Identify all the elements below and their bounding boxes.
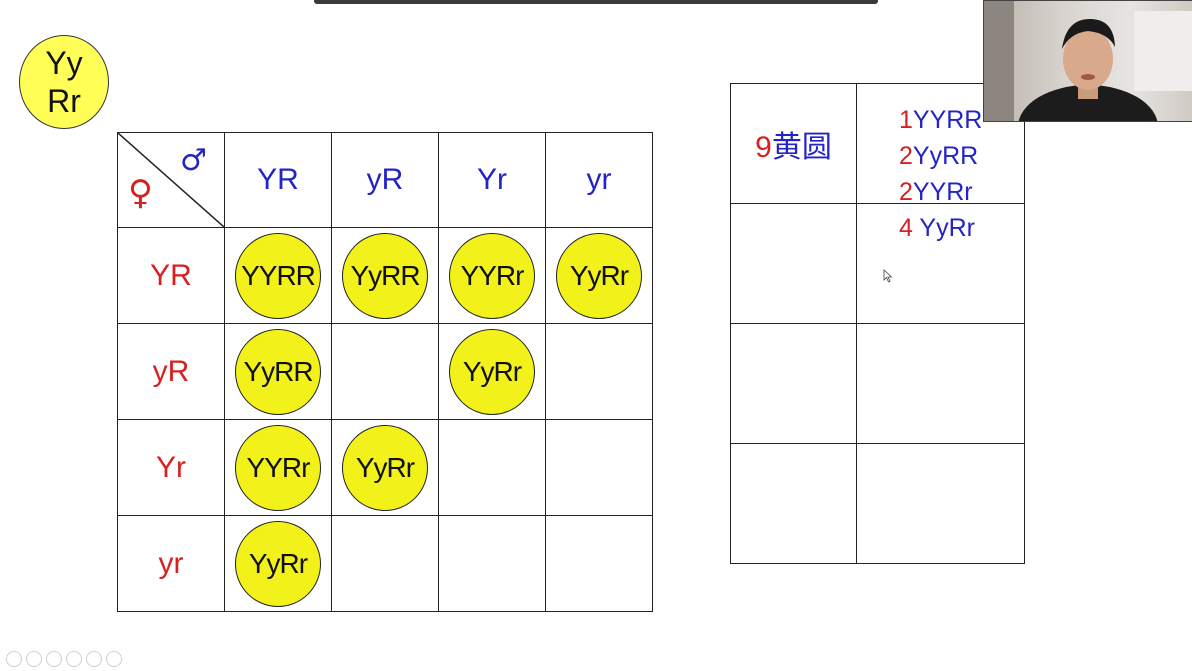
male-symbol-icon: ♂ xyxy=(180,143,207,178)
summary-cell-empty xyxy=(856,443,1025,564)
previous-slide-icon[interactable] xyxy=(6,651,22,667)
grid-cell-empty xyxy=(331,515,439,612)
col-header: yr xyxy=(545,132,653,228)
slideshow-toolbar xyxy=(6,651,122,667)
more-options-icon[interactable] xyxy=(106,651,122,667)
punnett-square: ♀ ♂ YR yR Yr yr YR YYRR YyRR YYRr YyRr y… xyxy=(117,132,653,612)
genotype-circle: YyRR xyxy=(342,232,428,319)
female-symbol-icon: ♀ xyxy=(128,173,153,213)
mouse-cursor-icon xyxy=(883,269,893,283)
phenotype-label-cell: 9黄圆 xyxy=(730,83,857,204)
next-slide-icon[interactable] xyxy=(26,651,42,667)
genotype-circle: YyRr xyxy=(235,520,321,607)
summary-cell-empty xyxy=(730,203,857,324)
genotype-circle: YyRr xyxy=(342,424,428,511)
summary-cell-empty xyxy=(856,323,1025,444)
parent-genotype-line1: Yy xyxy=(45,45,83,81)
webcam-overlay xyxy=(983,0,1192,122)
col-header: yR xyxy=(331,132,439,228)
genotype-circle: YYRr xyxy=(235,424,321,511)
row-header: yr xyxy=(117,515,225,612)
summary-cell-empty xyxy=(730,443,857,564)
diagonal-line xyxy=(118,133,224,227)
grid-cell: YyRr xyxy=(438,323,546,420)
genotype-list-item: 2YYRr xyxy=(899,178,973,206)
grid-cell-empty xyxy=(545,419,653,516)
summary-cell-empty xyxy=(856,203,1025,324)
pen-icon[interactable] xyxy=(46,651,62,667)
row-header: Yr xyxy=(117,419,225,516)
corner-cell: ♀ ♂ xyxy=(117,132,225,228)
phenotype-summary-table: 9黄圆 1YYRR 2YyRR 2YYRr 4 YyRr xyxy=(730,83,1025,564)
slide-top-bar xyxy=(314,0,878,4)
phenotype-name: 黄圆 xyxy=(771,129,832,165)
genotype-circle: YyRR xyxy=(235,328,321,415)
grid-cell-empty xyxy=(438,419,546,516)
grid-cell: YyRr xyxy=(224,515,332,612)
grid-cell-empty xyxy=(438,515,546,612)
grid-cell-empty xyxy=(545,323,653,420)
grid-cell: YyRR xyxy=(224,323,332,420)
grid-cell-empty xyxy=(331,323,439,420)
slides-grid-icon[interactable] xyxy=(66,651,82,667)
col-header: YR xyxy=(224,132,332,228)
row-header: YR xyxy=(117,227,225,324)
genotype-circle: YyRr xyxy=(449,328,535,415)
grid-cell: YyRR xyxy=(331,227,439,324)
grid-cell: YyRr xyxy=(545,227,653,324)
grid-cell: YYRr xyxy=(438,227,546,324)
genotype-list-item: 2YyRR xyxy=(899,142,979,170)
grid-cell: YYRR xyxy=(224,227,332,324)
zoom-icon[interactable] xyxy=(86,651,102,667)
grid-cell: YyRr xyxy=(331,419,439,516)
col-header: Yr xyxy=(438,132,546,228)
genotype-circle: YyRr xyxy=(556,232,642,319)
genotype-circle: YYRR xyxy=(235,232,321,319)
genotype-list-item: 1YYRR xyxy=(899,106,983,134)
parent-genotype-line2: Rr xyxy=(47,83,81,119)
person-video-icon xyxy=(984,1,1192,121)
row-header: yR xyxy=(117,323,225,420)
grid-cell-empty xyxy=(545,515,653,612)
parent-genotype-circle: Yy Rr xyxy=(19,35,109,129)
grid-cell: YYRr xyxy=(224,419,332,516)
genotype-circle: YYRr xyxy=(449,232,535,319)
summary-cell-empty xyxy=(730,323,857,444)
phenotype-count: 9 xyxy=(755,130,772,164)
